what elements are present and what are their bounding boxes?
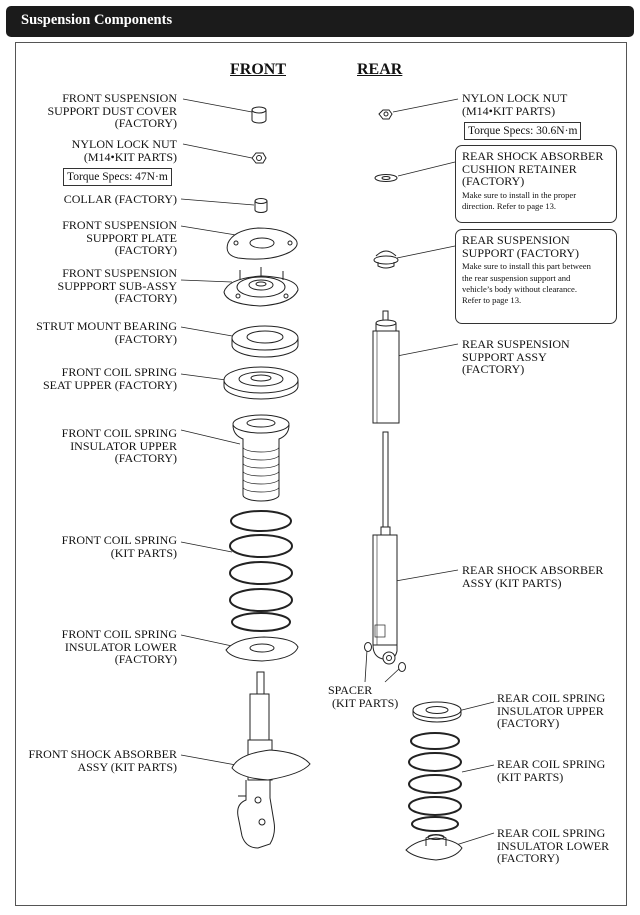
front-torque-spec: Torque Specs: 47N·m	[63, 168, 172, 186]
label-rear-coil-spring: REAR COIL SPRING(KIT PARTS)	[497, 757, 606, 784]
rear-nylon-lock-nut	[378, 109, 393, 120]
title-bar: Suspension Components	[6, 6, 634, 37]
label-front-coil-spring: FRONT COIL SPRING(KIT PARTS)	[61, 533, 177, 560]
front-support-plate	[226, 227, 298, 260]
label-rear-spacer: SPACER(KIT PARTS)	[328, 683, 399, 710]
leader-lines	[180, 98, 495, 846]
rear-cushion-retainer-note: Make sure to install in the proper direc…	[462, 189, 577, 212]
label-front-nylon-lock-nut: NYLON LOCK NUT(M14•KIT PARTS)	[71, 137, 177, 164]
label-front-strut-mount-bearing: STRUT MOUNT BEARING(FACTORY)	[36, 319, 177, 346]
rear-support-callout: REAR SUSPENSION SUPPORT (FACTORY) Make s…	[455, 229, 617, 324]
front-coil-spring-insulator-upper	[232, 414, 290, 502]
diagram-frame	[15, 42, 627, 906]
rear-coil-spring-insulator-lower	[405, 834, 463, 861]
front-strut-mount-bearing	[231, 325, 299, 358]
rear-cushion-retainer-title: REAR SHOCK ABSORBER CUSHION RETAINER (FA…	[462, 149, 604, 189]
label-front-collar: COLLAR (FACTORY)	[63, 192, 177, 206]
rear-support-note: Make sure to install this part between t…	[462, 261, 591, 306]
front-support-sub-assy	[223, 267, 299, 307]
front-nylon-lock-nut	[251, 152, 267, 164]
rear-cushion-retainer	[374, 174, 398, 182]
rear-suspension-support-assy	[372, 310, 400, 424]
rear-coil-spring	[408, 732, 462, 832]
page-title: Suspension Components	[21, 12, 173, 28]
front-coil-spring	[229, 510, 293, 632]
rear-spacers	[364, 642, 406, 672]
front-collar	[254, 198, 268, 213]
rear-coil-spring-insulator-upper	[412, 701, 462, 723]
front-shock-absorber	[231, 671, 311, 849]
front-dust-cover	[251, 106, 267, 124]
rear-suspension-support	[373, 250, 399, 269]
rear-support-title: REAR SUSPENSION SUPPORT (FACTORY)	[462, 233, 579, 260]
front-coil-spring-insulator-lower	[225, 636, 299, 662]
rear-torque-spec: Torque Specs: 30.6N·m	[464, 122, 582, 140]
front-header: FRONT	[230, 61, 286, 78]
label-rear-nylon-lock-nut: NYLON LOCK NUT(M14•KIT PARTS)	[462, 91, 568, 118]
rear-cushion-retainer-callout: REAR SHOCK ABSORBER CUSHION RETAINER (FA…	[455, 145, 617, 223]
front-coil-spring-seat-upper	[223, 366, 299, 400]
rear-header: REAR	[357, 61, 403, 78]
rear-shock-absorber	[372, 431, 398, 665]
